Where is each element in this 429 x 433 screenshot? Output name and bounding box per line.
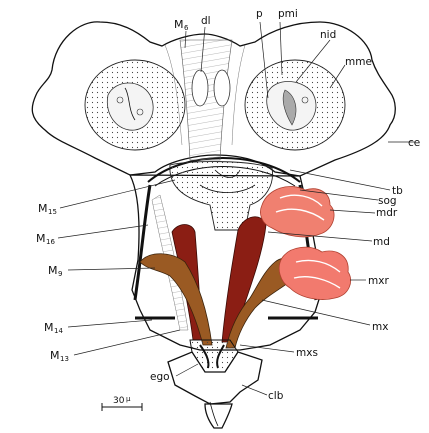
label-ego: ego <box>150 371 170 383</box>
label-m15-sub: 15 <box>48 208 57 216</box>
label-dl: dl <box>201 15 211 27</box>
label-m13: M <box>50 349 60 362</box>
label-sog: sog <box>378 195 397 207</box>
label-m13-sub: 13 <box>60 355 69 363</box>
label-clb: clb <box>268 390 284 402</box>
label-mdr: mdr <box>376 207 398 219</box>
base-appendage <box>205 404 232 428</box>
scale-bar-unit: μ <box>126 395 131 403</box>
label-mx: mx <box>372 321 388 333</box>
label-ce: ce <box>408 137 420 149</box>
label-m9-sub: 9 <box>58 270 62 278</box>
label-mme: mme <box>345 56 372 68</box>
label-m16-sub: 16 <box>46 238 55 246</box>
label-m15: M <box>38 202 48 215</box>
left-brain-lobe <box>85 60 185 150</box>
label-mxr: mxr <box>368 275 389 287</box>
right-brain-lobe <box>245 60 345 150</box>
label-nid: nid <box>320 29 336 41</box>
label-md: md <box>373 236 390 248</box>
scale-bar-label: 30 <box>113 396 125 406</box>
scale-bar: 30 μ <box>102 395 142 411</box>
label-m14-sub: 14 <box>54 327 63 335</box>
label-m14: M <box>44 321 54 334</box>
label-m6: M <box>174 18 184 31</box>
label-m9: M <box>48 264 58 277</box>
label-mxs: mxs <box>296 347 318 359</box>
label-m6-sub: 6 <box>184 24 189 32</box>
label-pmi: pmi <box>278 8 298 20</box>
label-m16: M <box>36 232 46 245</box>
label-p: p <box>256 8 263 20</box>
